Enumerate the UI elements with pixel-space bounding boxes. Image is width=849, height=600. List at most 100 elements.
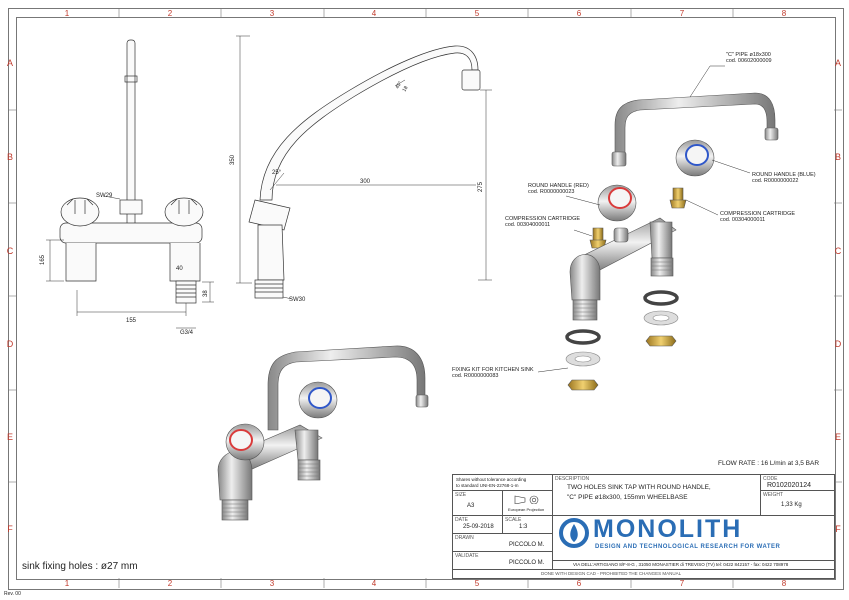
logo-cell xyxy=(553,516,835,561)
col-number: 5 xyxy=(474,9,480,18)
dim-350: 350 xyxy=(230,154,236,165)
callout-handle-blue-label: ROUND HANDLE (BLUE) xyxy=(752,172,816,178)
projection-label: European Projection xyxy=(508,507,545,512)
drawn-cell: DRAWN PICCOLO M. xyxy=(453,534,553,552)
callout-fixing-kit-label: FIXING KIT FOR KITCHEN SINK xyxy=(452,367,534,373)
callout-cartridge-right-label: COMPRESSION CARTRIDGE xyxy=(720,211,796,217)
front-view xyxy=(59,39,204,304)
row-letter: F xyxy=(7,524,13,534)
address-cell: VIA DELL'ARTIGIANO 8/F-8-G , 31050 MONAS… xyxy=(553,561,835,570)
tolerance-cell: Shares without tolerance according to st… xyxy=(453,475,553,491)
description-label: DESCRIPTION xyxy=(555,476,590,482)
dim-38: 38 xyxy=(203,290,209,297)
assembled-view xyxy=(217,345,429,521)
callout-cartridge-left-code: cod. 00304000011 xyxy=(505,222,551,228)
dim-155: 155 xyxy=(126,318,137,324)
row-letter: A xyxy=(6,58,13,68)
row-letter: E xyxy=(834,432,841,442)
row-letter: B xyxy=(834,152,841,162)
col-number: 6 xyxy=(576,9,582,18)
callout-pipe: "C" PIPE ø18x300 cod. 00602000009 xyxy=(726,52,772,64)
row-letter: F xyxy=(835,524,841,534)
col-number: 1 xyxy=(64,579,70,588)
brand-name: MONOLITH xyxy=(593,515,743,543)
dim-sw29: SW29 xyxy=(96,193,113,199)
col-number: 1 xyxy=(64,9,70,18)
col-number: 3 xyxy=(269,579,275,588)
projection-symbol-icon xyxy=(514,495,539,504)
tolerance-line1: Shares without tolerance according xyxy=(456,477,527,482)
callout-cartridge-left-label: COMPRESSION CARTRIDGE xyxy=(505,216,581,222)
dim-r18: 18 xyxy=(402,85,410,93)
callout-handle-blue-code: cod. R0000000022 xyxy=(752,178,799,184)
callout-cartridge-right: COMPRESSION CARTRIDGE cod. 00304000011 xyxy=(720,211,795,223)
col-number: 2 xyxy=(167,579,173,588)
monolith-logo: MONOLITH DESIGN AND TECHNOLOGICAL RESEAR… xyxy=(555,514,831,558)
col-number: 3 xyxy=(269,9,275,18)
col-number: 2 xyxy=(167,9,173,18)
weight-value: 1,33 Kg xyxy=(781,502,802,508)
callout-handle-red-label: ROUND HANDLE (RED) xyxy=(528,183,589,189)
col-number: 8 xyxy=(781,579,787,588)
dim-45deg: 45° xyxy=(395,80,404,90)
col-number: 7 xyxy=(679,9,685,18)
scale-value: 1:3 xyxy=(519,524,528,530)
validate-cell: VALIDATE PICCOLO M. xyxy=(453,552,553,570)
dim-40: 40 xyxy=(176,266,183,272)
description-cell: DESCRIPTION TWO HOLES SINK TAP WITH ROUN… xyxy=(553,475,761,516)
tolerance-line2: to standard UNI-EN-22768-1-m xyxy=(456,483,519,488)
scale-label: SCALE xyxy=(505,517,522,523)
title-block: Shares without tolerance according to st… xyxy=(452,474,835,579)
callout-cartridge-left: COMPRESSION CARTRIDGE cod. 00304000011 xyxy=(505,216,580,228)
col-number: 7 xyxy=(679,579,685,588)
exploded-view xyxy=(565,92,779,391)
address-text: VIA DELL'ARTIGIANO 8/F-8-G , 31050 MONAS… xyxy=(573,562,789,567)
col-number: 5 xyxy=(474,579,480,588)
sink-fixing-note: sink fixing holes : ø27 mm xyxy=(22,561,138,572)
size-value: A3 xyxy=(467,503,475,509)
callout-handle-red: ROUND HANDLE (RED) cod. R0000000023 xyxy=(528,183,589,195)
date-value: 25-09-2018 xyxy=(463,524,494,530)
code-cell: CODE R0102020124 xyxy=(761,475,835,491)
col-number: 4 xyxy=(371,9,377,18)
drawn-label: DRAWN xyxy=(455,535,474,541)
dim-sw30: SW30 xyxy=(289,297,306,303)
monolith-logo-icon xyxy=(559,518,589,548)
footer-text: DONE WITH DESIGN CAD - PROHIBITED THE CH… xyxy=(541,571,682,576)
callout-handle-blue: ROUND HANDLE (BLUE) cod. R0000000022 xyxy=(752,172,816,184)
drawn-value: PICCOLO M. xyxy=(509,542,545,548)
callout-pipe-label: "C" PIPE ø18x300 xyxy=(726,52,771,58)
callout-pipe-code: cod. 00602000009 xyxy=(726,58,772,64)
revision: Rev. 00 xyxy=(4,591,21,597)
row-letter: D xyxy=(6,339,14,349)
col-number: 8 xyxy=(781,9,787,18)
description-line1: TWO HOLES SINK TAP WITH ROUND HANDLE, xyxy=(567,484,711,491)
dim-25deg: 25° xyxy=(272,170,282,176)
projection-cell: European Projection xyxy=(503,491,553,516)
callout-fixing-kit-code: cod. R0000000083 xyxy=(452,373,499,379)
size-cell: SIZE A3 xyxy=(453,491,503,516)
col-number: 4 xyxy=(371,579,377,588)
footer-cell: DONE WITH DESIGN CAD - PROHIBITED THE CH… xyxy=(453,570,835,579)
validate-label: VALIDATE xyxy=(455,553,479,559)
code-value: R0102020124 xyxy=(767,482,811,489)
dim-165: 165 xyxy=(40,254,46,265)
weight-cell: WEIGHT 1,33 Kg xyxy=(761,491,835,516)
weight-label: WEIGHT xyxy=(763,492,783,498)
row-letter: C xyxy=(6,246,14,256)
callout-cartridge-right-code: cod. 00304000011 xyxy=(720,217,766,223)
row-letter: D xyxy=(834,339,842,349)
flow-rate: FLOW RATE : 16 L/min at 3,5 BAR xyxy=(718,460,820,467)
row-letter: A xyxy=(834,58,841,68)
row-letter: B xyxy=(6,152,13,162)
code-label: CODE xyxy=(763,476,778,482)
description-line2: "C" PIPE ø18x300, 155mm WHEELBASE xyxy=(567,494,688,501)
dim-275: 275 xyxy=(478,181,484,192)
side-view xyxy=(248,45,481,299)
scale-cell: SCALE 1:3 xyxy=(503,516,553,534)
dim-300: 300 xyxy=(360,179,371,185)
brand-tagline: DESIGN AND TECHNOLOGICAL RESEARCH FOR WA… xyxy=(595,544,781,550)
row-letter: C xyxy=(834,246,842,256)
dim-g34: G3/4 xyxy=(180,330,194,336)
